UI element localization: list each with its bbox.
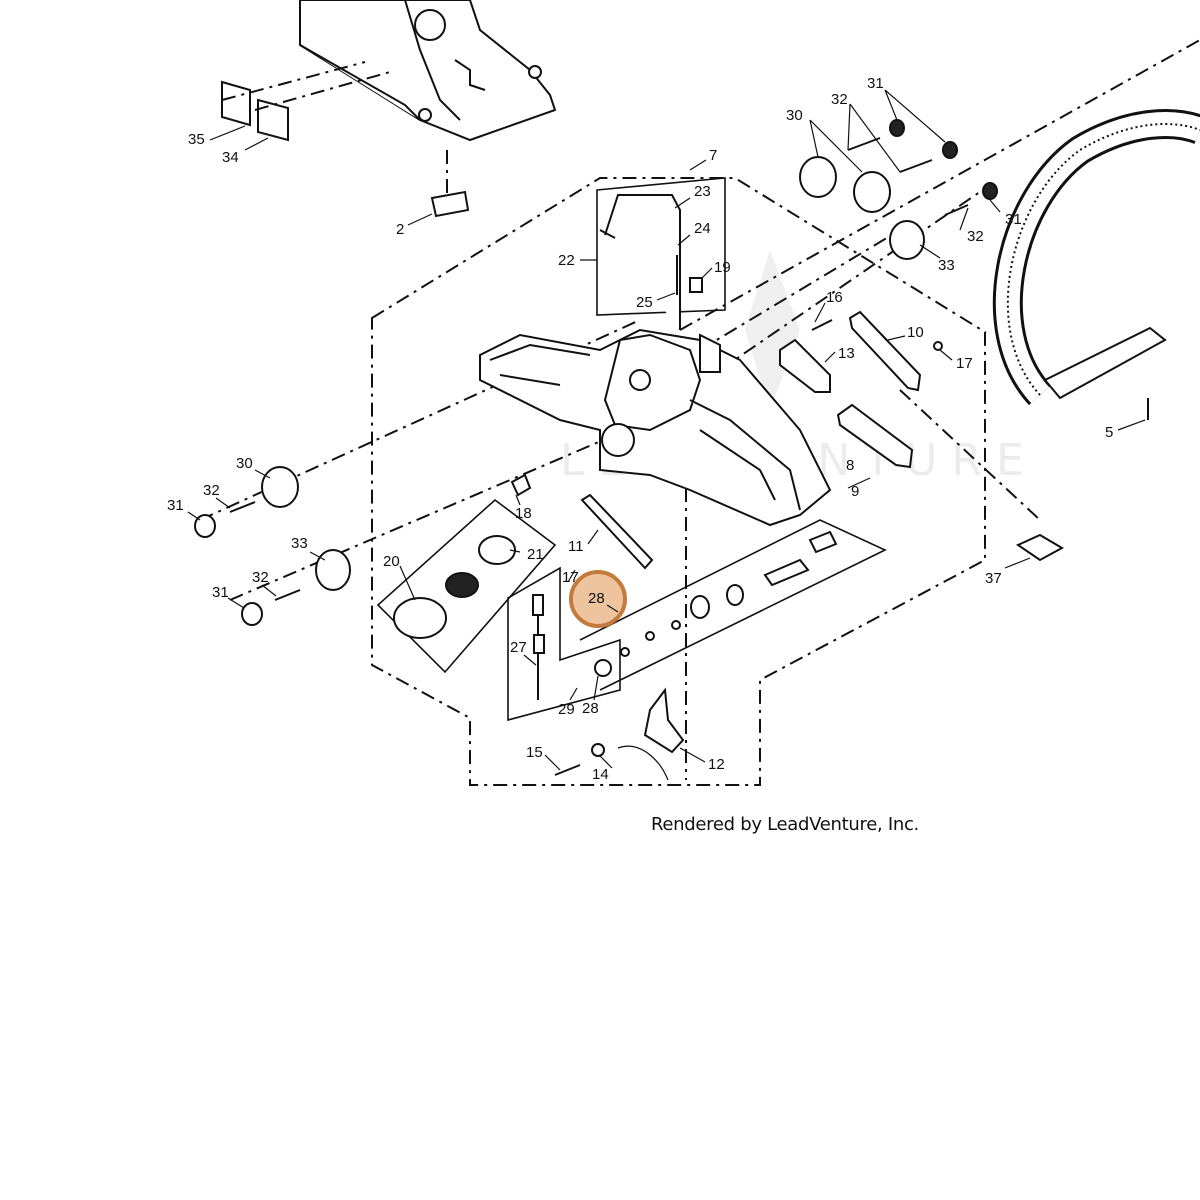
callout-27[interactable]: 27	[510, 639, 527, 656]
axis-line-mid	[719, 184, 991, 371]
washer-31-left	[194, 514, 263, 626]
tube-27	[532, 594, 545, 700]
axis-line-mid-2	[649, 229, 901, 381]
callout-17-pump[interactable]: 17	[562, 569, 579, 586]
callout-31-right[interactable]: 31	[1005, 211, 1022, 228]
callout-8[interactable]: 8	[846, 457, 854, 474]
mount-30-left	[261, 466, 299, 508]
callout-10[interactable]: 10	[907, 324, 924, 341]
axis-line-bar	[899, 389, 1041, 521]
air-filter-cover	[299, 0, 557, 142]
oil-cap-20	[393, 572, 479, 639]
callout-18[interactable]: 18	[515, 505, 532, 522]
callout-23[interactable]: 23	[694, 183, 711, 200]
plate-10	[848, 310, 922, 392]
callout-32-upper[interactable]: 32	[831, 91, 848, 108]
spring-14	[591, 743, 669, 781]
filter-18	[510, 473, 532, 497]
mount-32-upper	[847, 137, 933, 173]
callout-13[interactable]: 13	[838, 345, 855, 362]
callout-16[interactable]: 16	[826, 289, 843, 306]
mount-33-upper	[889, 204, 969, 260]
bracket-13	[779, 338, 831, 393]
seal-21	[478, 535, 516, 565]
callout-35[interactable]: 35	[188, 131, 205, 148]
callout-17-right[interactable]: 17	[956, 355, 973, 372]
cap-37	[1015, 533, 1065, 562]
watermark-logo	[745, 250, 800, 410]
callout-32-right[interactable]: 32	[967, 228, 984, 245]
highlight-label[interactable]: 28	[588, 590, 605, 607]
leader-lines	[187, 89, 1146, 771]
callout-31-left[interactable]: 31	[167, 497, 184, 514]
axis-line-top	[679, 39, 1200, 331]
callout-24[interactable]: 24	[694, 220, 711, 237]
callout-28-lower[interactable]: 28	[582, 700, 599, 717]
callout-19[interactable]: 19	[714, 259, 731, 276]
callout-33-left[interactable]: 33	[291, 535, 308, 552]
cover-axis-line-2	[254, 71, 391, 111]
callout-2[interactable]: 2	[396, 221, 404, 238]
screw-15	[554, 764, 581, 776]
highlight-part-28[interactable]: 28	[569, 570, 627, 628]
callout-30-left[interactable]: 30	[236, 455, 253, 472]
mount-32-left	[229, 501, 301, 601]
screw-17	[933, 341, 943, 351]
callout-30-upper[interactable]: 30	[786, 107, 803, 124]
plate-9	[836, 403, 914, 469]
pump-group-box	[507, 566, 621, 722]
callout-32-left[interactable]: 32	[203, 482, 220, 499]
pin-16	[811, 319, 833, 331]
callout-25[interactable]: 25	[636, 294, 653, 311]
axis-line-left-2	[229, 419, 651, 601]
callout-14[interactable]: 14	[592, 766, 609, 783]
callout-29[interactable]: 29	[558, 701, 575, 718]
callout-31-lower[interactable]: 31	[212, 584, 229, 601]
front-handle-bar	[992, 109, 1200, 420]
crankcase-boundary	[371, 177, 986, 786]
callout-22[interactable]: 22	[558, 252, 575, 269]
cap-group-box	[376, 498, 557, 674]
callout-9[interactable]: 9	[851, 483, 859, 500]
callout-32-lower[interactable]: 32	[252, 569, 269, 586]
callout-15[interactable]: 15	[526, 744, 543, 761]
pump-parts	[594, 530, 838, 677]
cover-plates	[221, 80, 289, 142]
callout-5[interactable]: 5	[1105, 424, 1113, 441]
render-credit: Rendered by LeadVenture, Inc.	[651, 814, 919, 835]
mount-30-upper	[799, 156, 891, 213]
strip-11	[580, 493, 654, 570]
callouts: 35 34 2 7 23 24 22 25 19 30 32 31 31 32 …	[167, 75, 1113, 783]
crankcase	[479, 328, 832, 527]
callout-11[interactable]: 11	[568, 538, 584, 555]
callout-33-right[interactable]: 33	[938, 257, 955, 274]
callout-21[interactable]: 21	[527, 546, 544, 563]
handle-group-box	[596, 177, 726, 316]
cover-axis-line	[221, 61, 366, 101]
pump-line-group	[579, 519, 887, 691]
callout-12[interactable]: 12	[708, 756, 725, 773]
lever-12	[643, 687, 685, 754]
mount-33-left	[315, 549, 351, 591]
washer-31-upper	[889, 119, 998, 200]
callout-37[interactable]: 37	[985, 570, 1002, 587]
callout-7[interactable]: 7	[709, 147, 717, 164]
callout-31-upper[interactable]: 31	[867, 75, 884, 92]
callout-20[interactable]: 20	[383, 553, 400, 570]
callout-34[interactable]: 34	[222, 149, 239, 166]
throttle-rod	[599, 194, 703, 330]
gasket-2	[430, 190, 470, 218]
